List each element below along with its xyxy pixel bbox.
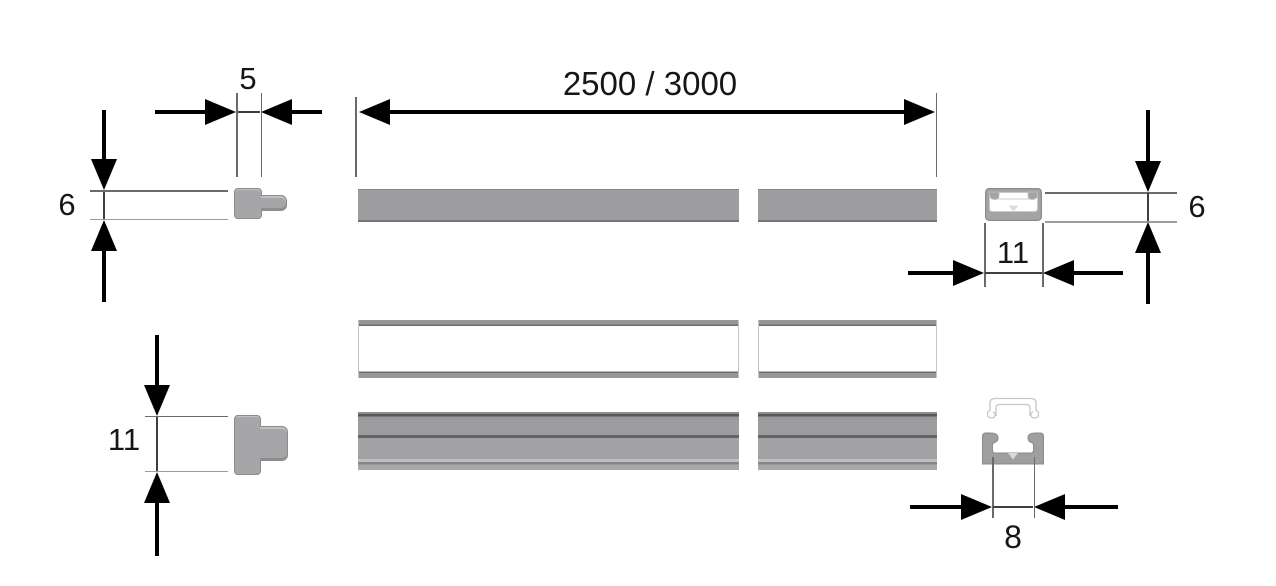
dim-arrow-shaft — [155, 502, 159, 556]
dim-label-cap-width: 5 — [239, 61, 257, 96]
extension-line — [935, 93, 937, 177]
diffuser-cross-section — [986, 397, 1040, 419]
dim-arrow-head-left — [1043, 260, 1074, 286]
extension-line — [1033, 457, 1035, 518]
dim-line — [993, 506, 1033, 508]
dim-line — [103, 191, 105, 219]
dim-line — [985, 272, 1042, 274]
extension-line — [355, 97, 357, 177]
dim-arrow-head-right — [205, 99, 236, 125]
diffuser-bar-segment — [758, 320, 937, 378]
dim-arrow-shaft — [1146, 110, 1150, 162]
dim-arrow-shaft — [1146, 252, 1150, 304]
dim-arrow-head-up — [1135, 222, 1161, 253]
dim-arrow-head-down — [1135, 161, 1161, 192]
dim-arrow-head-left — [1034, 494, 1065, 520]
extension-line — [236, 93, 238, 177]
dim-arrow-head-left — [261, 99, 292, 125]
extension-line — [1045, 192, 1177, 194]
dim-arrow-head-up — [91, 220, 117, 251]
end-cap-plug — [261, 195, 287, 211]
extension-line — [90, 190, 228, 192]
dim-arrow-head-up — [144, 472, 170, 503]
dim-arrow-shaft — [1074, 271, 1123, 275]
dim-arrow-shaft — [155, 110, 206, 114]
dim-label-cap-height: 6 — [58, 187, 76, 222]
extension-line — [984, 223, 986, 287]
extension-line — [260, 93, 262, 177]
dim-line — [156, 417, 158, 471]
extension-line — [145, 470, 228, 472]
dim-arrow-shaft — [908, 271, 954, 275]
dim-arrow-shaft — [292, 110, 322, 114]
extension-line — [1045, 221, 1177, 223]
dim-arrow-head-right — [961, 494, 992, 520]
dim-label-cap-tall-height: 11 — [107, 422, 141, 457]
profile-bar-segment — [358, 189, 739, 222]
dim-arrow-head-left — [359, 99, 390, 125]
end-cap-plug — [260, 426, 288, 461]
dim-arrow-head-down — [144, 385, 170, 416]
dim-arrow-head-right — [953, 260, 984, 286]
profile-bar-segment — [758, 412, 937, 470]
dim-label-section-width: 11 — [996, 235, 1030, 270]
dim-arrow-shaft — [102, 250, 106, 302]
dim-line — [237, 111, 260, 113]
profile-bar-segment — [358, 412, 739, 470]
dim-arrow-shaft — [390, 110, 905, 114]
dim-label-bar-length: 2500 / 3000 — [562, 65, 738, 102]
extension-line — [1042, 223, 1044, 287]
dim-label-section-height: 6 — [1188, 189, 1206, 224]
dim-line — [1147, 193, 1149, 221]
profile-channel-cross-section — [982, 432, 1044, 465]
dim-arrow-head-right — [904, 99, 935, 125]
extension-line — [90, 218, 228, 220]
extension-line — [992, 457, 994, 518]
diffuser-bar-segment — [358, 320, 739, 378]
dim-label-channel-inner-width: 8 — [1004, 519, 1022, 555]
end-cap-body — [234, 415, 261, 475]
dim-arrow-head-down — [91, 159, 117, 190]
dim-arrow-shaft — [102, 110, 106, 160]
profile-cross-section-with-cover — [985, 188, 1042, 221]
end-cap-body — [234, 188, 262, 219]
dim-arrow-shaft — [910, 505, 962, 509]
dim-arrow-shaft — [155, 335, 159, 386]
profile-bar-segment — [758, 189, 937, 222]
dim-arrow-shaft — [1065, 505, 1118, 509]
extension-line — [145, 415, 228, 417]
